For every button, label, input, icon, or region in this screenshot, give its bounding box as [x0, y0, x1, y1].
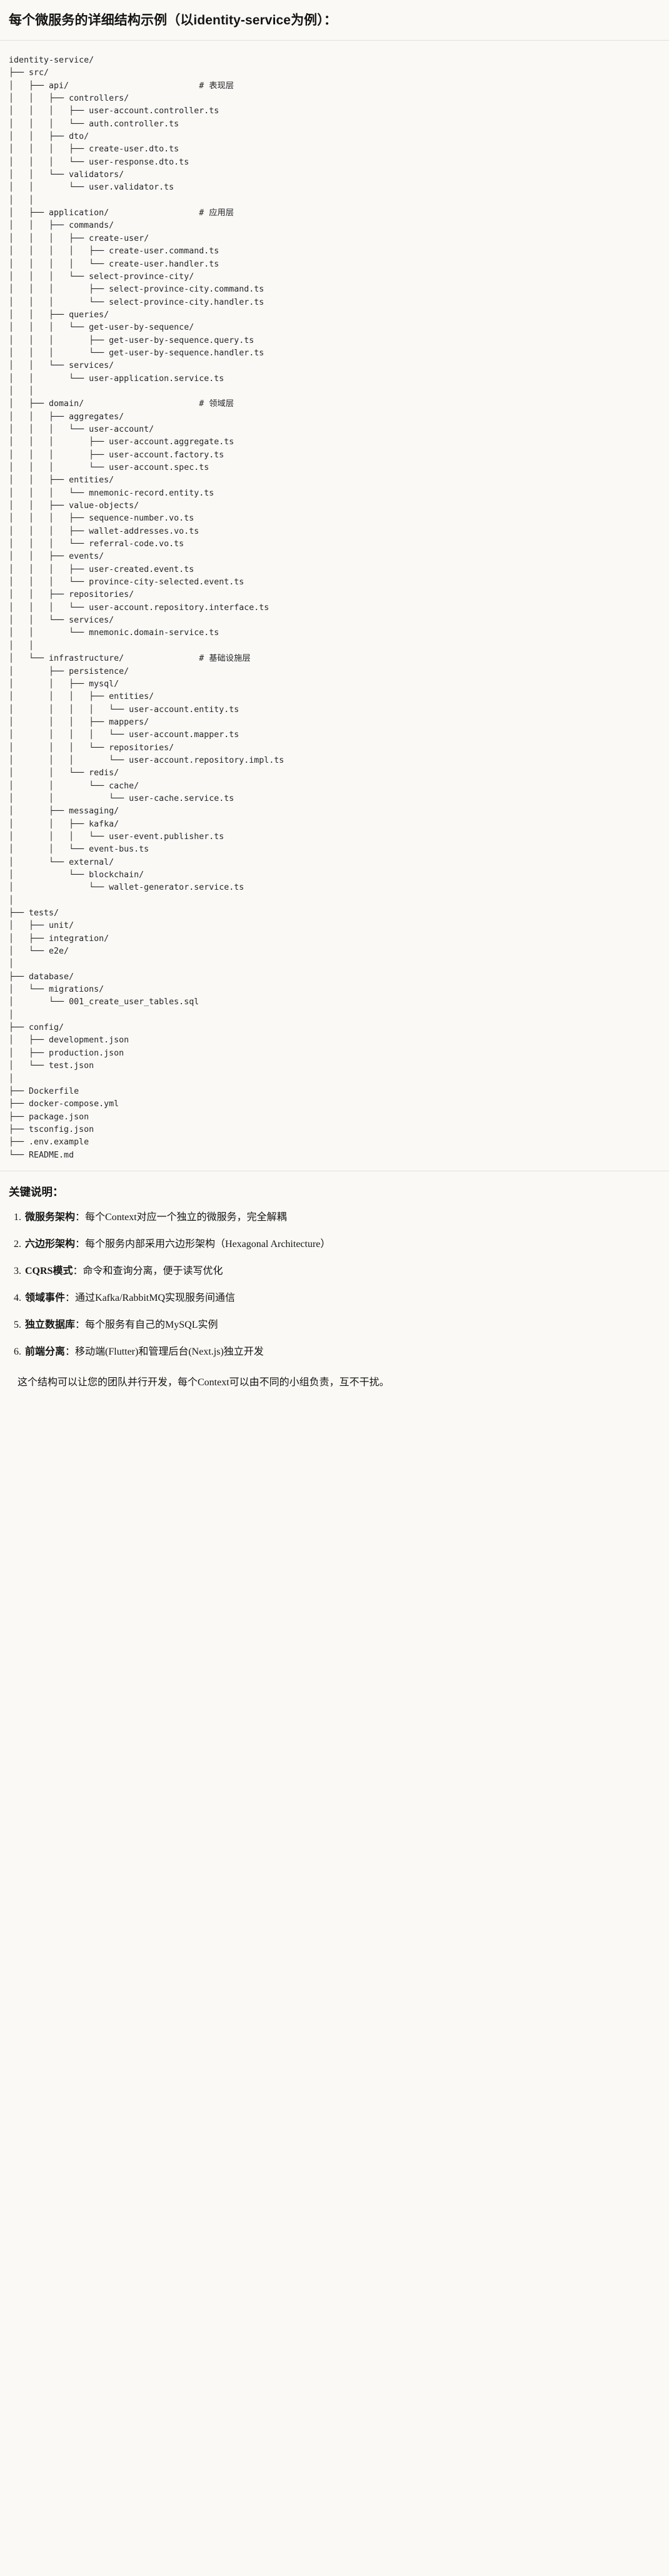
directory-tree-block: identity-service/ ├── src/ │ ├── api/ # … [0, 41, 669, 1171]
page-title: 每个微服务的详细结构示例（以identity-service为例）： [9, 13, 337, 28]
divider-top [0, 40, 669, 41]
note-body: ：每个服务有自己的MySQL实例 [75, 1319, 218, 1330]
key-notes-title: 关键说明： [9, 1185, 64, 1198]
closing-paragraph: 这个结构可以让您的团队并行开发，每个Context可以由不同的小组负责，互不干扰… [18, 1377, 390, 1388]
key-notes-section: 关键说明： 微服务架构：每个Context对应一个独立的微服务，完全解耦 六边形… [0, 1171, 669, 1413]
list-item: 独立数据库：每个服务有自己的MySQL实例 [24, 1318, 660, 1333]
list-item: 领域事件：通过Kafka/RabbitMQ实现服务间通信 [24, 1291, 660, 1306]
note-lead: 六边形架构 [25, 1238, 76, 1250]
note-body: ：命令和查询分离，便于读写优化 [73, 1265, 223, 1276]
note-lead: CQRS模式 [25, 1265, 73, 1276]
note-lead: 独立数据库 [25, 1319, 76, 1330]
list-item: 六边形架构：每个服务内部采用六边形架构（Hexagonal Architectu… [24, 1237, 660, 1252]
note-lead: 微服务架构 [25, 1211, 76, 1223]
list-item: CQRS模式：命令和查询分离，便于读写优化 [24, 1264, 660, 1279]
note-body: ：移动端(Flutter)和管理后台(Next.js)独立开发 [65, 1346, 264, 1357]
note-body: ：通过Kafka/RabbitMQ实现服务间通信 [65, 1292, 235, 1303]
note-body: ：每个服务内部采用六边形架构（Hexagonal Architecture） [75, 1238, 331, 1250]
directory-tree: identity-service/ ├── src/ │ ├── api/ # … [9, 56, 284, 1160]
key-notes-list: 微服务架构：每个Context对应一个独立的微服务，完全解耦 六边形架构：每个服… [9, 1210, 660, 1360]
document-page: 每个微服务的详细结构示例（以identity-service为例）： ident… [0, 0, 669, 1413]
note-body: ：每个Context对应一个独立的微服务，完全解耦 [75, 1211, 287, 1223]
note-lead: 领域事件 [25, 1292, 66, 1303]
note-lead: 前端分离 [25, 1346, 66, 1357]
list-item: 前端分离：移动端(Flutter)和管理后台(Next.js)独立开发 [24, 1345, 660, 1360]
list-item: 微服务架构：每个Context对应一个独立的微服务，完全解耦 [24, 1210, 660, 1225]
